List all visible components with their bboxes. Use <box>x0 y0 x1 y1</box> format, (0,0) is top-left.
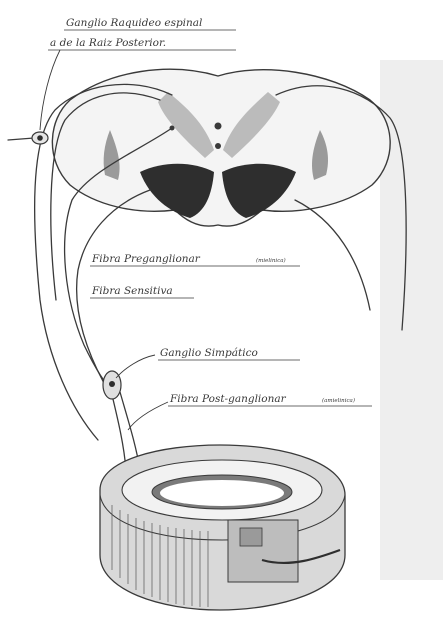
intestine-cutaway <box>228 520 298 582</box>
cord-outline <box>52 69 390 226</box>
leader-ganglio-simpatico <box>116 355 155 378</box>
nerve-stub <box>8 138 34 140</box>
spinal-cord-section <box>52 69 390 226</box>
central-dot <box>215 143 221 149</box>
plexus-cell <box>240 528 262 546</box>
sympathetic-ganglion-soma <box>109 381 115 387</box>
label-ganglio-raquideo-2: a de la Raiz Posterior. <box>50 37 166 49</box>
label-fibra-preganglionar: Fibra Preganglionar <box>91 253 201 265</box>
label-fibra-preganglionar-note: (mielinica) <box>256 257 286 264</box>
central-canal <box>215 123 222 130</box>
label-ganglio-simpatico: Ganglio Simpático <box>160 347 258 359</box>
fiber-right-inner <box>295 200 370 310</box>
label-fibra-postganglionar: Fibra Post-ganglionar <box>169 393 287 405</box>
label-fibra-postganglionar-note: (amielinica) <box>322 397 355 404</box>
label-fibra-sensitiva: Fibra Sensitiva <box>91 285 173 297</box>
leader-fibra-postganglionar <box>128 402 168 430</box>
label-ganglio-raquideo-1: Ganglio Raquideo espinal <box>66 17 202 29</box>
intestine-lumen-inner <box>160 480 284 506</box>
spinal-ganglion-soma <box>37 135 43 141</box>
intestine-segment <box>100 445 345 610</box>
